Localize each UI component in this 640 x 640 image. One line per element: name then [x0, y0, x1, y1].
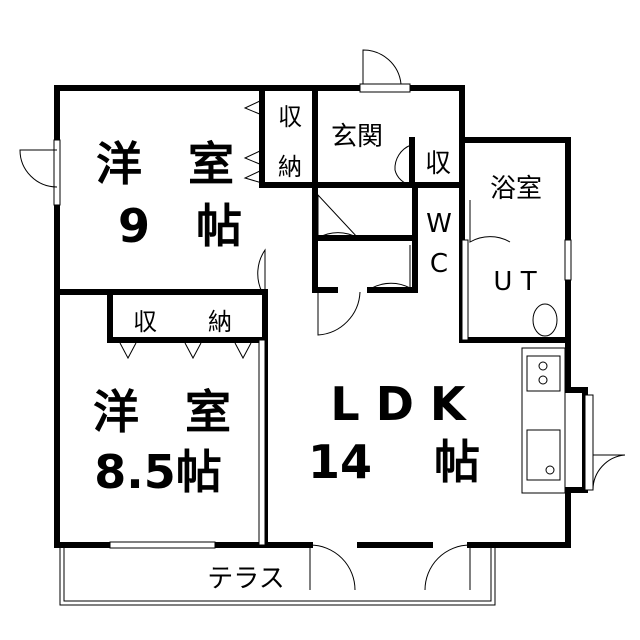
- closet-label-1: 収: [278, 103, 302, 131]
- room-name-western-9: 洋 室: [96, 137, 234, 191]
- closet2-label-1: 収: [133, 308, 157, 336]
- room-name-western-85: 洋 室: [93, 385, 231, 439]
- terrace-label: テラス: [207, 564, 284, 594]
- room-size-ldk-number: 14: [308, 435, 372, 489]
- room-size-western-85: 8.5帖: [94, 445, 222, 499]
- room-name-ldk: L D K: [330, 377, 468, 431]
- room-name-entrance-storage: 収: [425, 149, 451, 179]
- room-size-western-9: 9 帖: [118, 199, 242, 253]
- openings: [19, 49, 626, 591]
- kitchen-counter: [521, 303, 566, 494]
- room-name-utility: U T: [493, 267, 536, 297]
- room-name-wc-2: C: [430, 249, 448, 279]
- washbasin-icon: [532, 303, 558, 337]
- room-size-ldk-unit: 帖: [434, 435, 480, 489]
- room-name-wc-1: W: [426, 209, 452, 239]
- stove-icon: [526, 355, 561, 392]
- closet-label-2: 納: [278, 153, 302, 181]
- room-name-bath: 浴室: [490, 174, 542, 204]
- room-name-entrance: 玄関: [331, 122, 383, 152]
- terrace: [59, 548, 496, 606]
- sink-icon: [526, 429, 561, 481]
- closet2-label-2: 納: [208, 308, 232, 336]
